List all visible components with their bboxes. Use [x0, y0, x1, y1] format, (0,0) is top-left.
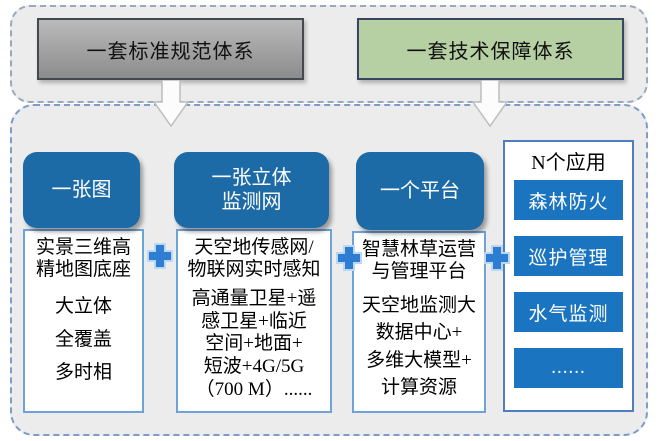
app-item-patrol-management: 巡护管理 [514, 236, 623, 276]
tech-support-system-label: 一套技术保障体系 [406, 40, 575, 63]
monitoring-network-detail: 高通量卫星+遥 感卫星+临近 空间+地面+ 短波+4G/5G （700 M）..… [191, 287, 317, 400]
down-arrow-icon [152, 80, 190, 128]
column-body-one-map: 实景三维高 精地图底座 大立体 全覆盖 多时相 [23, 229, 144, 413]
one-map-label: 一张图 [51, 179, 112, 201]
app-item-water-air-monitoring: 水气监测 [514, 292, 623, 332]
down-arrow-icon [471, 80, 509, 128]
one-map-detail: 大立体 全覆盖 多时相 [54, 295, 112, 384]
applications-box: N个应用 森林防火 巡护管理 水气监测 ...... [503, 140, 634, 412]
column-header-one-map: 一张图 [23, 152, 140, 228]
column-header-monitoring-network: 一张立体 监测网 [174, 152, 329, 228]
column-body-one-platform: 智慧林草运营 与管理平台 天空地监测大 数据中心+ 多维大模型+ 计算资源 [352, 231, 486, 413]
app-item-forest-fire: 森林防火 [514, 180, 623, 220]
one-platform-intro: 智慧林草运营 与管理平台 [361, 239, 476, 283]
plus-icon [336, 245, 362, 271]
applications-title: N个应用 [531, 152, 606, 174]
column-header-one-platform: 一个平台 [356, 152, 484, 230]
plus-icon [484, 245, 510, 271]
applications-list: 森林防火 巡护管理 水气监测 ...... [514, 180, 623, 388]
one-map-intro: 实景三维高 精地图底座 [35, 237, 131, 281]
tech-support-system-box: 一套技术保障体系 [357, 18, 624, 80]
column-body-monitoring-network: 天空地传感网/ 物联网实时感知 高通量卫星+遥 感卫星+临近 空间+地面+ 短波… [176, 229, 332, 413]
app-item-more: ...... [514, 348, 623, 388]
one-platform-detail: 天空地监测大 数据中心+ 多维大模型+ 计算资源 [361, 294, 476, 399]
monitoring-network-label: 一张立体 监测网 [211, 167, 292, 213]
standards-system-box: 一套标准规范体系 [37, 18, 304, 80]
plus-icon [147, 243, 173, 269]
standards-system-label: 一套标准规范体系 [86, 40, 255, 63]
one-platform-label: 一个平台 [380, 180, 460, 202]
monitoring-network-intro: 天空地传感网/ 物联网实时感知 [187, 237, 321, 281]
